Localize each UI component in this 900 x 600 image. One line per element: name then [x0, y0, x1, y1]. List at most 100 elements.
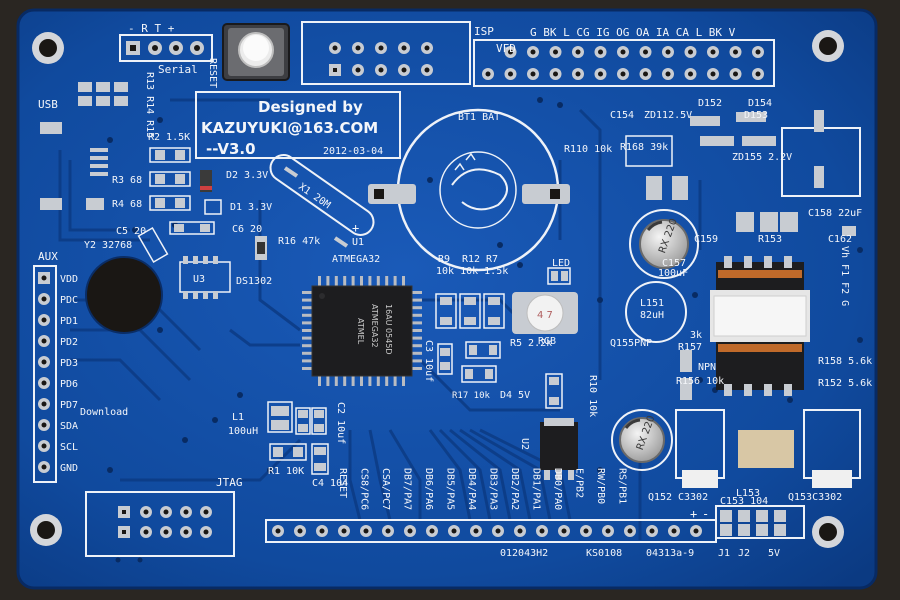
c2-label: C2 10uf — [335, 402, 346, 444]
lcd-pin-label: DB0/PA0 — [552, 468, 563, 510]
rtc-footprint — [179, 256, 231, 299]
r16-label: R16 47k — [278, 236, 320, 247]
r110-label: R110 10k — [564, 144, 612, 155]
y2-label: Y2 32768 — [84, 240, 132, 251]
vfd-label: VFD — [496, 42, 516, 55]
email-text: KAZUYUKI@163.COM — [201, 119, 378, 137]
lcd-pin-label: DB1/PA1 — [531, 468, 542, 510]
d4-label: D4 5V — [500, 390, 530, 401]
aux-pin-label: PD6 — [60, 379, 78, 390]
vfd-header — [473, 39, 775, 87]
atmega32-chip: ATMEL ATMEGA32 16AU 0545D — [302, 276, 422, 386]
svg-text:82uH: 82uH — [640, 310, 664, 321]
lcd-header-pins — [272, 525, 702, 537]
date-text: 2012-03-04 — [323, 146, 383, 157]
jtag-label: JTAG — [216, 476, 243, 489]
svg-text:R158 5.6k: R158 5.6k — [818, 356, 872, 367]
l1-label: L1 — [232, 412, 244, 423]
svg-text:C153 104: C153 104 — [720, 496, 768, 507]
r3-label: R3 68 — [112, 175, 142, 186]
download-label: Download — [80, 407, 128, 418]
r10-label: R10 10k — [587, 375, 598, 417]
lcd-pin-label: DB2/PA2 — [509, 468, 520, 510]
led-label: LED — [552, 258, 570, 269]
u2-regulator — [540, 418, 578, 480]
svg-text:NPN: NPN — [698, 362, 716, 373]
svg-text:R157: R157 — [678, 342, 702, 353]
svg-text:Q152: Q152 — [648, 492, 672, 503]
aux-pin-label: PD7 — [60, 400, 78, 411]
serial-pin-labels: - R T + — [128, 22, 175, 35]
svg-text:R152 5.6k: R152 5.6k — [818, 378, 872, 389]
r12-label: R12 — [462, 254, 480, 265]
svg-text:C3302: C3302 — [678, 492, 708, 503]
svg-text:C159: C159 — [694, 234, 718, 245]
serial-label: Serial — [158, 63, 198, 76]
large-cutout-hole — [85, 256, 163, 334]
resistor-footprints-row — [435, 293, 505, 383]
svg-text:3k: 3k — [690, 330, 702, 341]
lcd-pin-label: E/PB2 — [574, 468, 585, 498]
r17-label: R17 10k — [452, 391, 491, 401]
svg-text:Vh F1 F2 G: Vh F1 F2 G — [839, 246, 850, 306]
r6-d4-footprint — [545, 373, 563, 409]
c3-label: C3 10uf — [423, 340, 434, 382]
rgb-label: RGB — [538, 336, 556, 347]
aux-header-pins — [38, 272, 50, 473]
svg-text:ZD112.5V: ZD112.5V — [644, 110, 692, 121]
svg-text:D153: D153 — [744, 110, 768, 121]
lcd-pin-label: DB5/PA5 — [445, 468, 456, 510]
svg-text:ATMEL: ATMEL — [356, 318, 365, 345]
y2-crystal — [137, 221, 215, 264]
u1-label: U1 — [352, 237, 364, 248]
serial-header — [119, 34, 213, 62]
lcd-minus: - — [702, 507, 709, 521]
isp-label: ISP — [474, 25, 494, 38]
lcd-pin-label: RW/PB0 — [595, 468, 606, 504]
aux-pin-label: PD2 — [60, 337, 78, 348]
serial-number-left: 012043H2 — [500, 548, 548, 559]
crystal-plus: + — [352, 221, 359, 235]
reset-label: RESET — [207, 58, 218, 88]
vias — [107, 97, 863, 473]
vfd-header-pins — [482, 46, 764, 80]
vfd-pin-labels: G BK L CG IG OG OA IA CA L BK V — [530, 26, 736, 39]
aux-pin-label: SCL — [60, 442, 78, 453]
designer-info-box — [195, 91, 401, 159]
svg-text:Q153C3302: Q153C3302 — [788, 492, 842, 503]
diodes-d1-d2 — [200, 170, 222, 215]
lcd-pin-label: DB7/PA7 — [402, 468, 413, 510]
svg-text:D154: D154 — [748, 98, 772, 109]
svg-text:R153: R153 — [758, 234, 782, 245]
svg-text:D152: D152 — [698, 98, 722, 109]
aux-pin-label: PDC — [60, 295, 78, 306]
power-section-labels: C154 ZD112.5V D152 D154 D153 R168 39k ZD… — [610, 98, 872, 559]
battery-holder — [368, 108, 570, 272]
resistors-r2-r4 — [149, 147, 191, 211]
r9-label: R9 — [438, 254, 450, 265]
model-label: KS0108 — [586, 548, 622, 559]
c6-label: C6 20 — [232, 224, 262, 235]
jtag-header — [85, 491, 235, 557]
lcd-plus: + — [690, 507, 697, 521]
usb-pads — [40, 82, 128, 210]
r2-label: R2 1.5K — [148, 132, 190, 143]
l1-value: 100uH — [228, 426, 258, 437]
svg-text:L151: L151 — [640, 298, 664, 309]
svg-text:4 7: 4 7 — [537, 310, 553, 321]
svg-text:J2: J2 — [738, 548, 750, 559]
r13-r15-label: R13 R14 R15 — [144, 72, 155, 138]
d2-label: D2 3.3V — [226, 170, 268, 181]
aux-label: AUX — [38, 250, 58, 263]
led-footprint — [547, 267, 571, 285]
aux-pin-label: PD1 — [60, 316, 78, 327]
svg-text:C154: C154 — [610, 110, 634, 121]
lcd-pin-label: CSA/PC7 — [380, 468, 391, 510]
reset-pushbutton[interactable] — [222, 23, 290, 81]
u3-label: U3 — [193, 274, 205, 285]
aux-pin-label: PD3 — [60, 358, 78, 369]
lcd-pin-label: DB3/PA3 — [488, 468, 499, 510]
svg-text:R168 39k: R168 39k — [620, 142, 668, 153]
